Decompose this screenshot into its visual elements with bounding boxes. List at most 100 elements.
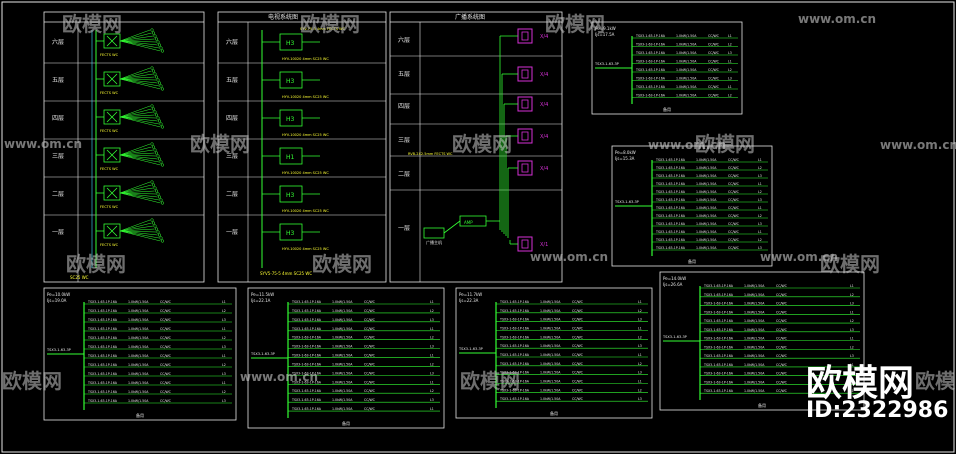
outlet-icon	[150, 218, 154, 222]
outlet-icon	[160, 239, 165, 243]
fanout-wire	[119, 228, 155, 232]
phase-label: L3	[222, 399, 226, 403]
cable-tag: CC/WC	[364, 345, 376, 349]
fanout-wire	[119, 192, 157, 195]
outlet-icon	[150, 180, 154, 184]
circuit-label: TSX3-1-63-1P-16A	[635, 51, 666, 55]
floor-label: 四层	[226, 115, 238, 122]
phase-label: L1	[430, 300, 434, 304]
load-label: 1.0kW/1.50A	[744, 372, 765, 376]
outlet-icon	[154, 37, 159, 41]
circuit-label: TSX3-1-63-1P-16A	[499, 335, 530, 339]
cable-tag: CC/WC	[364, 327, 376, 331]
load-label: 1.0kW/1.50A	[744, 354, 765, 358]
phase-label: L1	[430, 407, 434, 411]
cable-tag: CC/WC	[728, 190, 740, 194]
outlet-icon	[154, 227, 159, 231]
switch-x	[106, 35, 118, 47]
cable-tag: CC/WC	[160, 363, 172, 367]
load-label: 1.0kW/1.50A	[696, 198, 717, 202]
load-label: 1.0kW/1.50A	[540, 380, 561, 384]
circuit-label: TSX3-1-63-1P-16A	[291, 336, 322, 340]
phase-label: L3	[222, 318, 226, 322]
speaker-icon	[521, 31, 529, 41]
cable-tag: CC/WC	[776, 284, 788, 288]
phase-label: L1	[850, 284, 854, 288]
speaker-icon	[517, 236, 533, 252]
watermark-url: www.om.cn	[530, 250, 609, 264]
fanout-wire	[119, 152, 155, 156]
cable-tag: CC/WC	[364, 336, 376, 340]
cable-tag: CC/WC	[364, 300, 376, 304]
fanout-wire	[119, 116, 158, 122]
watermark-logo: 欧模网	[820, 252, 880, 276]
cable-tag: CC/WC	[728, 158, 740, 162]
phase-label: L1	[728, 34, 732, 38]
panel-power-label: Pe=11.5kW	[251, 292, 274, 297]
circuit-label: TSX3-1-63-1P-16A	[655, 238, 686, 242]
floor-label: 五层	[52, 77, 64, 84]
cable-tag: CC/WC	[708, 68, 720, 72]
circuit-label: TSX3-1-63-1P-16A	[87, 363, 118, 367]
phase-label: L2	[222, 390, 226, 394]
breaker-label: TSX3-1-63-3P	[458, 347, 483, 351]
fanout-wire	[119, 40, 161, 52]
circuit-label: TSX3-1-63-1P-16A	[655, 206, 686, 210]
fanout-wire	[119, 40, 160, 49]
cable-tag: CC/WC	[572, 335, 584, 339]
phase-label: L3	[430, 318, 434, 322]
circuit-label: TSX3-1-63-1P-16A	[635, 34, 666, 38]
cable-tag: CC/WC	[708, 60, 720, 64]
cable-tag: CC/WC	[728, 182, 740, 186]
circuit-label: TSX3-1-63-1P-16A	[87, 309, 118, 313]
cable-note: RVB-2X2.5mm FECTS WC	[408, 152, 453, 156]
cable-tag: CC/WC	[364, 389, 376, 393]
panel-current-label: Ijs=22.1A	[251, 298, 271, 303]
load-label: 1.0kW/1.50A	[128, 363, 149, 367]
outlet-icon	[157, 195, 162, 199]
host-label: 广播主机	[426, 239, 442, 245]
circuit-label: TSX3-1-63-1P-16A	[499, 300, 530, 304]
outlet-icon	[151, 183, 156, 187]
phase-label: L1	[758, 230, 762, 234]
outlet-icon	[154, 75, 159, 79]
outlet-icon	[157, 81, 162, 85]
cable-note: HYV-10020 4mm SC25 WC	[282, 95, 329, 99]
phase-label: L1	[758, 158, 762, 162]
speaker-label: X/4	[540, 166, 548, 172]
spare-label: 备用	[663, 106, 671, 112]
amp-label: AMP	[464, 220, 473, 225]
speaker-icon	[517, 66, 533, 82]
outlet-icon	[153, 110, 157, 114]
fanout-wire	[119, 230, 158, 236]
circuit-label: TSX3-1-63-1P-16A	[87, 336, 118, 340]
circuit-label: TSX3-1-63-1P-16A	[87, 327, 118, 331]
load-label: 1.0kW/1.50A	[744, 328, 765, 332]
circuit-label: TSX3-1-63-1P-16A	[655, 182, 686, 186]
outlet-icon	[157, 157, 162, 161]
fanout-wire	[119, 187, 154, 194]
cable-tag: CC/WC	[776, 363, 788, 367]
circuit-label: TSX3-1-63-1P-16A	[655, 174, 686, 178]
phase-label: L2	[638, 335, 642, 339]
outlet-icon	[160, 87, 165, 91]
floor-label: 二层	[226, 191, 238, 198]
load-label: 1.0kW/1.50A	[540, 362, 561, 366]
load-label: 1.0kW/1.50A	[696, 222, 717, 226]
cable-tag: CC/WC	[708, 85, 720, 89]
fanout-wire	[119, 108, 152, 118]
cable-tag: CC/WC	[572, 380, 584, 384]
circuit-label: TSX3-1-63-1P-16A	[703, 345, 734, 349]
cable-tag: CC/WC	[728, 206, 740, 210]
load-label: 1.0kW/1.50A	[696, 158, 717, 162]
floor-label: 三层	[398, 137, 410, 144]
cable-tag: CC/WC	[776, 380, 788, 384]
speaker-label: X/1	[540, 242, 548, 248]
panel-current-label: Ijs=19.0A	[47, 298, 67, 303]
load-label: 1.0kW/1.50A	[540, 309, 561, 313]
fanout-wire	[119, 114, 155, 118]
outlet-icon	[160, 163, 165, 167]
floor-label: 二层	[398, 171, 410, 178]
fanout-wire	[119, 154, 158, 160]
phase-label: L3	[638, 344, 642, 348]
